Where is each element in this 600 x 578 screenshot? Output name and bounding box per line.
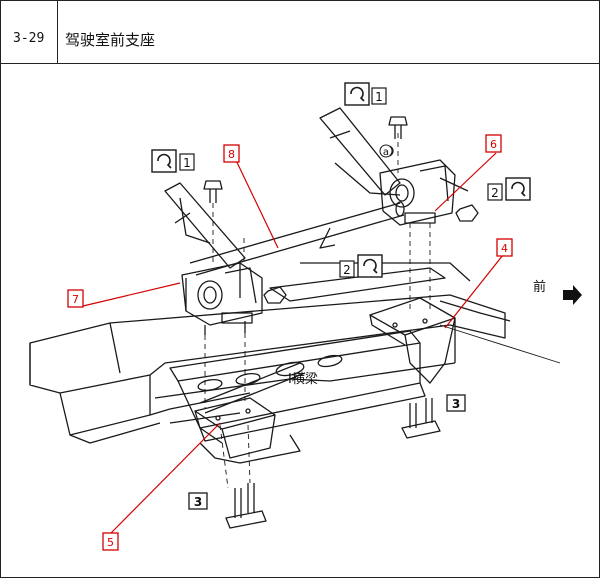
part-number-1: 1 — [183, 156, 191, 170]
bottom-bolts-left — [225, 483, 267, 529]
callout-4: 4 — [496, 238, 513, 257]
callout-5: 5 — [102, 532, 119, 551]
callout-6: 6 — [485, 134, 502, 153]
page-title: 驾驶室前支座 — [65, 31, 156, 49]
part-label-2-right: 2 — [487, 177, 531, 201]
bottom-bolts-right — [401, 398, 441, 439]
header-bar: 3-29 驾驶室前支座 — [1, 1, 599, 64]
code-cell: 3-29 — [1, 1, 58, 63]
svg-text:4: 4 — [501, 242, 508, 255]
svg-text:a: a — [383, 147, 389, 158]
part-number-2: 2 — [343, 263, 351, 277]
right-cab-mount — [379, 159, 469, 226]
wrench-icon — [157, 153, 172, 169]
callout-7: 7 — [67, 289, 84, 308]
svg-text:7: 7 — [72, 293, 79, 306]
callout-8: 8 — [223, 144, 240, 163]
part-label-1-left: 1 — [151, 149, 195, 173]
crossmember — [169, 330, 426, 442]
front-arrow-icon — [563, 285, 582, 305]
svg-text:8: 8 — [228, 148, 235, 161]
top-bolt-left — [203, 180, 223, 203]
mark-a: a — [379, 144, 393, 158]
svg-text:6: 6 — [490, 138, 497, 151]
right-bracket — [369, 297, 456, 384]
wrench-icon — [363, 258, 378, 274]
nut-mid — [263, 286, 287, 304]
part-number-3: 3 — [452, 397, 460, 411]
part-label-1-right: 1 — [344, 82, 387, 106]
part-number-2: 2 — [491, 186, 499, 200]
part-number-1: 1 — [375, 90, 383, 104]
svg-text:5: 5 — [107, 536, 114, 549]
front-label: 前 — [533, 279, 546, 295]
cab-mount-diagram: 1 1 2 2 3 3 a I横梁 前 — [29, 82, 582, 551]
part-label-2-mid: 2 — [339, 254, 383, 278]
alignment-lines — [204, 133, 431, 489]
left-lower-bracket — [194, 397, 301, 464]
wrench-icon — [350, 86, 365, 102]
nut-right — [455, 204, 479, 222]
part-label-3-right: 3 — [446, 394, 466, 412]
left-arm — [164, 182, 246, 269]
figure-code: 3-29 — [13, 31, 45, 46]
left-cab-mount — [181, 262, 263, 335]
wrench-icon — [511, 181, 526, 197]
callouts — [82, 152, 504, 534]
part-number-3: 3 — [194, 495, 202, 509]
crossmember-label: I横梁 — [288, 372, 318, 387]
part-label-3-bottom: 3 — [188, 492, 208, 510]
